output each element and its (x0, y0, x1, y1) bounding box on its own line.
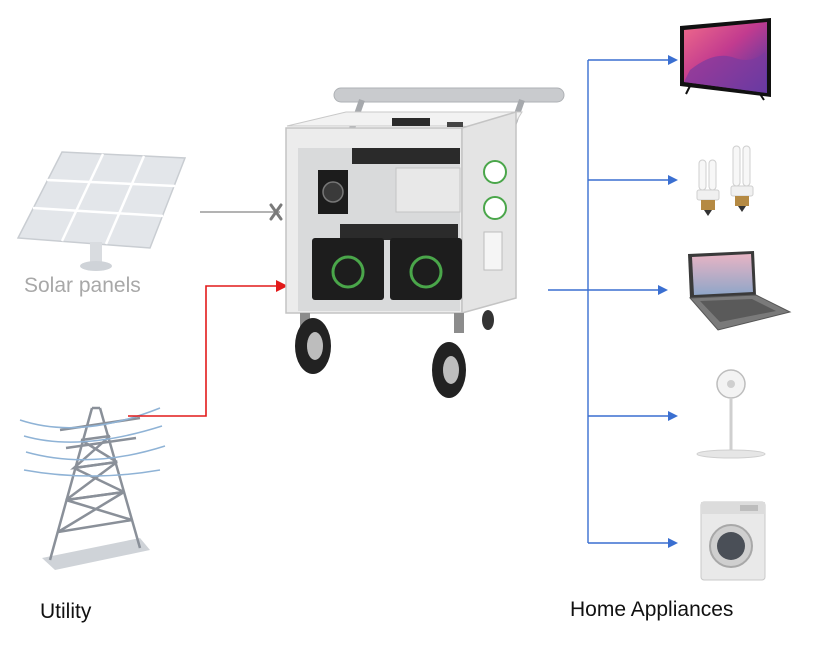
appliance-distribution-lines (548, 55, 678, 548)
solar-panels-icon (16, 151, 187, 271)
utility-connection-line (128, 280, 288, 417)
utility-text: Utility (40, 600, 92, 623)
laptop-icon (688, 251, 792, 331)
utility-tower-icon (19, 406, 166, 570)
power-station-icon (285, 87, 565, 398)
solar-connection-disconnected (200, 203, 283, 221)
solar-panels-text: Solar panels (24, 274, 141, 297)
television-icon (680, 18, 771, 101)
light-bulbs-icon (696, 145, 754, 216)
standing-fan-icon (696, 369, 766, 459)
washing-machine-icon (700, 501, 766, 581)
home-appliances-text: Home Appliances (570, 598, 734, 621)
